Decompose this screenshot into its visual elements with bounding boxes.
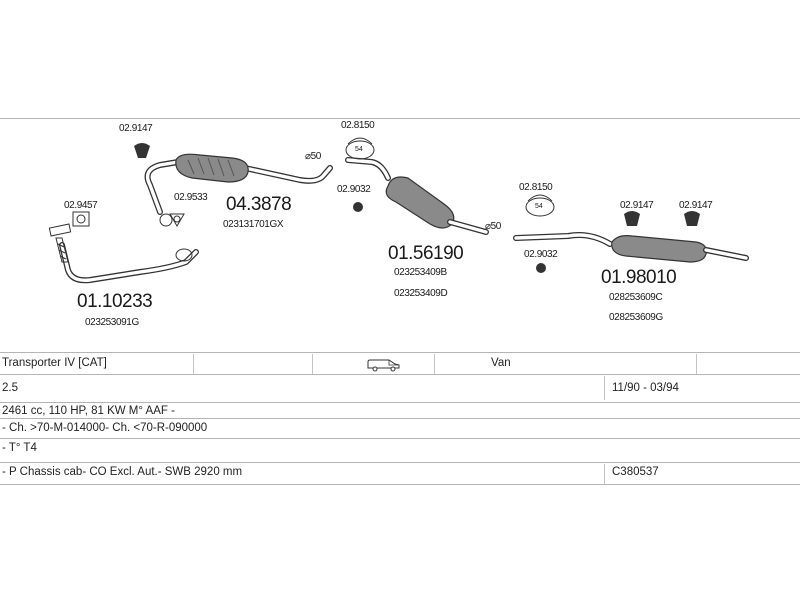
part-number: 04.3878 (226, 194, 292, 215)
table-column-line (193, 354, 194, 374)
accessory-label: 02.9147 (620, 200, 654, 211)
part-reference: 028253609G (609, 312, 663, 323)
part-reference: 023253091G (85, 317, 139, 328)
table-row-line (0, 374, 800, 375)
diagram-bottom-line (0, 352, 800, 353)
exhaust-system-diagram (48, 137, 749, 284)
part-number: 01.98010 (601, 267, 677, 288)
accessory-label: 02.8150 (519, 182, 553, 193)
accessory-label: 02.9533 (174, 192, 208, 203)
part-number: 01.10233 (77, 291, 153, 312)
table-column-line (312, 354, 313, 374)
accessory-label: 02.8150 (341, 120, 375, 131)
part-reference: 028253609C (609, 292, 663, 303)
clamp-size-label-right: 54 (535, 203, 543, 210)
front-pipe-drawing (48, 223, 199, 284)
table-row: 11/90 - 03/94 (612, 382, 679, 394)
table-row: Van (491, 357, 511, 369)
accessory-label: 02.9032 (524, 249, 558, 260)
catalyst-drawing (144, 153, 333, 227)
accessory-drawings (72, 137, 700, 273)
van-icon (367, 359, 400, 372)
table-row: C380537 (612, 466, 659, 478)
accessory-label: 02.9147 (679, 200, 713, 211)
table-row: 2.5 (2, 382, 18, 394)
part-reference: 023253409B (394, 267, 447, 278)
table-column-line (434, 354, 435, 374)
table-row-line (0, 418, 800, 419)
table-row-line (0, 484, 800, 485)
table-row: Transporter IV [CAT] (2, 357, 107, 369)
rear-silencer-drawing (513, 232, 749, 263)
table-row-line (0, 438, 800, 439)
diameter-label: ⌀50 (485, 221, 501, 232)
part-reference: 023253409D (394, 288, 448, 299)
diameter-label: ⌀50 (305, 151, 321, 162)
table-row: - Ch. >70-M-014000- Ch. <70-R-090000 (2, 422, 208, 434)
accessory-label: 02.9032 (337, 184, 371, 195)
table-row-line (0, 402, 800, 403)
table-column-line (604, 464, 605, 484)
table-row: 2461 cc, 110 HP, 81 KW M° AAF - (2, 405, 175, 417)
table-row: - T° T4 (2, 442, 37, 454)
part-number: 01.56190 (388, 243, 464, 264)
accessory-label: 02.9457 (64, 200, 98, 211)
table-column-line (604, 376, 605, 400)
middle-silencer-drawing (345, 157, 489, 235)
clamp-size-label-top: 54 (355, 146, 363, 153)
part-reference: 023131701GX (223, 219, 284, 230)
table-row: - P Chassis cab- CO Excl. Aut.- SWB 2920… (2, 466, 243, 478)
accessory-label: 02.9147 (119, 123, 153, 134)
diagram-top-line (0, 118, 800, 119)
table-column-line (696, 354, 697, 374)
table-row-line (0, 462, 800, 463)
